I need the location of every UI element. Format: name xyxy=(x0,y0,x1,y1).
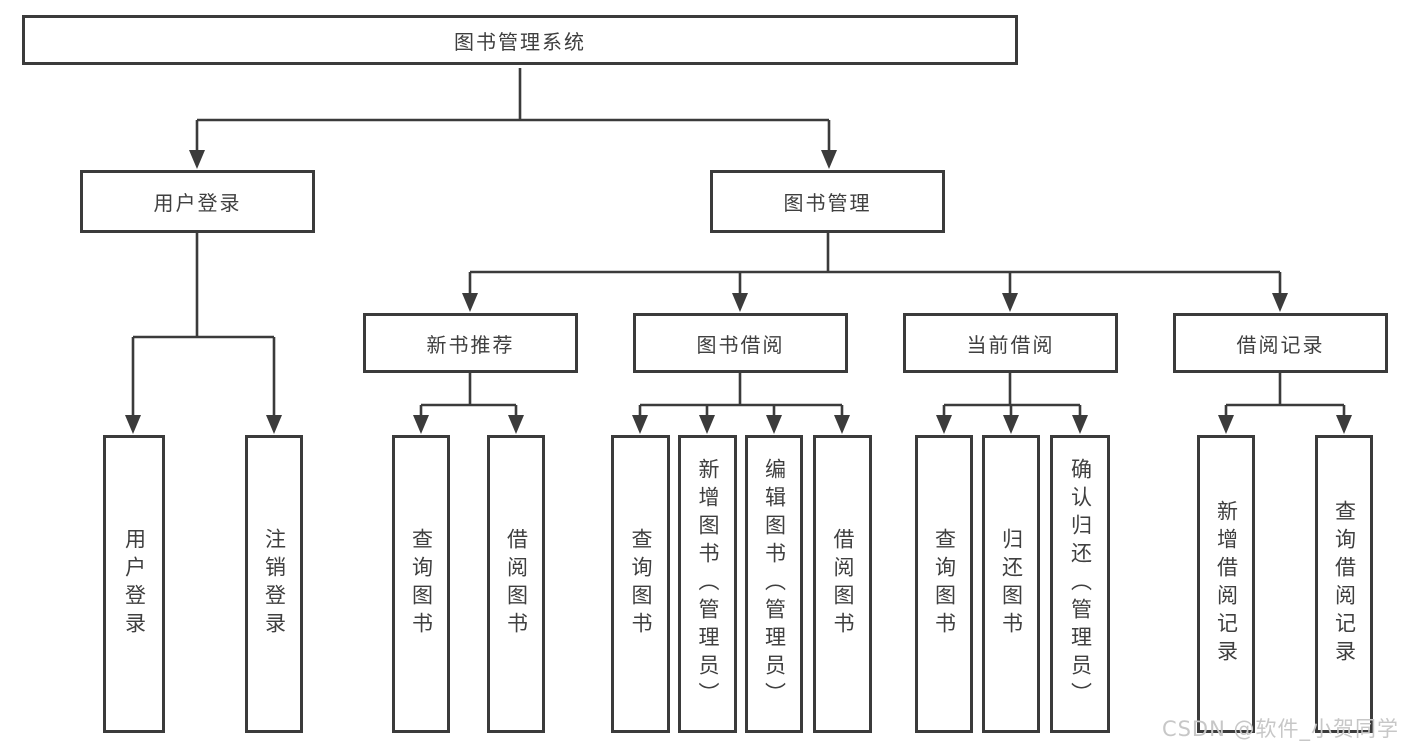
leaf-records-add-record: 新增借阅记录 xyxy=(1197,435,1255,733)
node-root-library-system: 图书管理系统 xyxy=(22,15,1018,65)
leaf-current-confirm-return-admin: 确认归还（管理员） xyxy=(1050,435,1110,733)
leaf-newbooks-borrow-books: 借阅图书 xyxy=(487,435,545,733)
leaf-newbooks-query-books: 查询图书 xyxy=(392,435,450,733)
node-borrowing-records: 借阅记录 xyxy=(1173,313,1388,373)
leaf-logout: 注销登录 xyxy=(245,435,303,733)
leaf-records-query-record: 查询借阅记录 xyxy=(1315,435,1373,733)
leaf-current-return-books: 归还图书 xyxy=(982,435,1040,733)
node-new-book-recommend: 新书推荐 xyxy=(363,313,578,373)
node-current-borrowing: 当前借阅 xyxy=(903,313,1118,373)
leaf-current-query-books: 查询图书 xyxy=(915,435,973,733)
leaf-borrowing-add-books-admin: 新增图书（管理员） xyxy=(678,435,737,733)
leaf-borrowing-edit-books-admin: 编辑图书（管理员） xyxy=(745,435,803,733)
leaf-user-login: 用户登录 xyxy=(103,435,165,733)
node-book-management: 图书管理 xyxy=(710,170,945,233)
arrowheads xyxy=(125,150,1352,434)
leaf-borrowing-query-books: 查询图书 xyxy=(611,435,670,733)
node-book-borrowing: 图书借阅 xyxy=(633,313,848,373)
leaf-borrowing-borrow-books: 借阅图书 xyxy=(813,435,872,733)
node-user-login: 用户登录 xyxy=(80,170,315,233)
csdn-watermark: CSDN @软件_小贺同学 xyxy=(1161,717,1399,741)
